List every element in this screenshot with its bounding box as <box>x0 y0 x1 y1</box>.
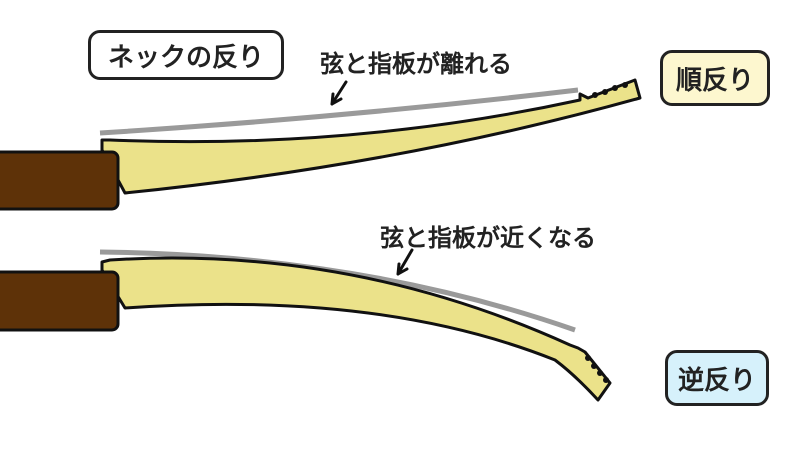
caption-bottom: 弦と指板が近くなる <box>380 224 596 252</box>
neck-top <box>100 78 642 195</box>
body-top <box>0 150 120 211</box>
title: ネックの反り <box>107 42 264 73</box>
neck-bottom <box>100 256 612 402</box>
caption-top: 弦と指板が離れる <box>320 50 512 78</box>
string-top <box>99 87 579 136</box>
frets-top <box>592 82 628 98</box>
title-box: ネックの反り <box>88 30 284 80</box>
frets-bottom <box>585 355 609 383</box>
badge-forward-bow-label: 順反り <box>675 65 754 96</box>
arrow-top <box>330 80 348 106</box>
arrow-bottom <box>396 248 414 276</box>
badge-back-bow-label: 逆反り <box>677 365 756 396</box>
badge-back-bow: 逆反り <box>665 350 769 406</box>
body-bottom <box>0 270 120 332</box>
badge-forward-bow: 順反り <box>660 50 770 106</box>
